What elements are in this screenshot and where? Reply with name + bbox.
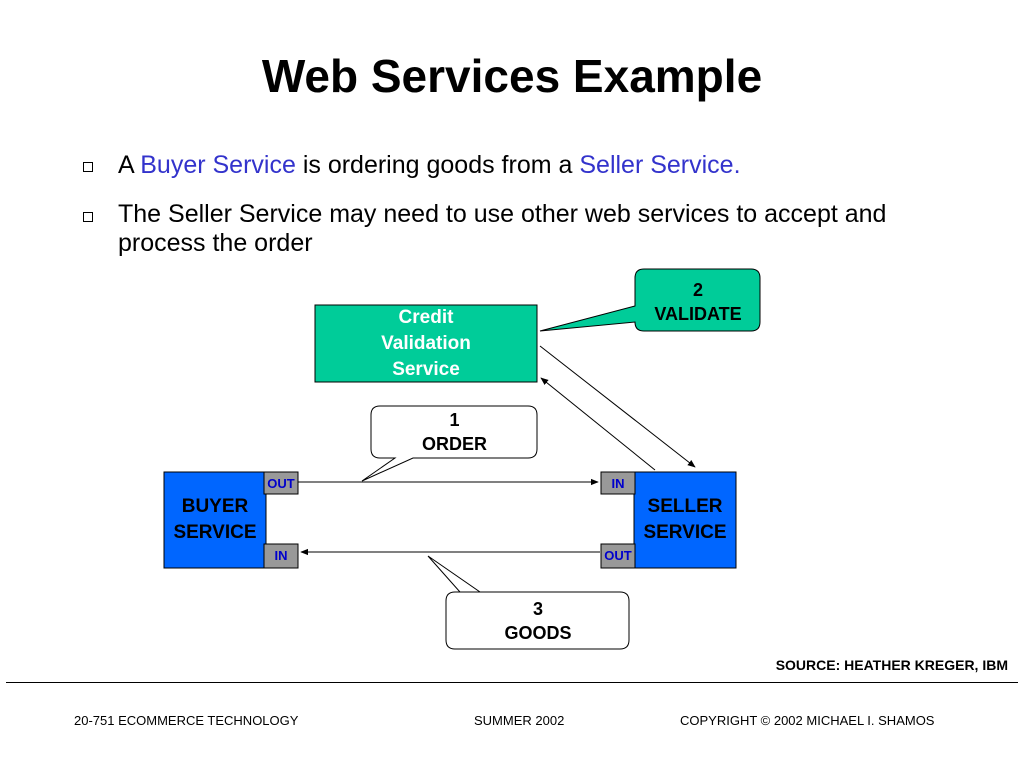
- credit-to-seller-arrow: [539, 345, 696, 468]
- buyer-service-label: BUYER SERVICE: [173, 496, 257, 543]
- footer-divider: [6, 682, 1018, 683]
- seller-in-port: [600, 471, 636, 495]
- goods-callout-label: 3 GOODS: [504, 599, 572, 643]
- seller-service-label: SELLER SERVICE: [643, 496, 727, 543]
- credit-validation-box: [314, 304, 538, 383]
- credit-validation-label: Credit Validation Service: [381, 307, 471, 380]
- bullet-text-prefix: A: [118, 151, 141, 179]
- buyer-service-box: [163, 471, 267, 569]
- footer-copyright: COPYRIGHT © 2002 MICHAEL I. SHAMOS: [680, 713, 935, 728]
- footer-term: SUMMER 2002: [474, 713, 565, 728]
- seller-in-label: IN: [611, 476, 625, 491]
- buyer-in-label: IN: [274, 548, 288, 563]
- validate-callout-label: 2 VALIDATE: [654, 280, 742, 324]
- validate-callout: [539, 268, 761, 332]
- seller-service-term: Seller Service.: [579, 151, 741, 179]
- order-callout: [361, 405, 538, 482]
- bullet-item-other-services: The Seller Service may need to use other…: [118, 200, 887, 257]
- buyer-out-label: OUT: [267, 476, 295, 491]
- buyer-service-term: Buyer Service: [140, 151, 296, 179]
- footer-course: 20-751 ECOMMERCE TECHNOLOGY: [74, 713, 299, 728]
- seller-to-credit-arrow: [540, 377, 656, 471]
- bullet-marker: [83, 212, 93, 222]
- slide-title: Web Services Example: [261, 50, 763, 102]
- goods-callout: [427, 555, 630, 650]
- buyer-out-port: [263, 471, 299, 495]
- seller-out-label: OUT: [604, 548, 632, 563]
- bullet-item-buyer-seller: A Buyer Service is ordering goods from a…: [118, 151, 978, 180]
- buyer-in-port: [263, 543, 299, 569]
- order-callout-label: 1 ORDER: [421, 410, 487, 454]
- bullet-text-middle: is ordering goods from a: [295, 151, 580, 179]
- bullet-marker: [83, 162, 93, 172]
- seller-out-port: [600, 543, 636, 569]
- source-citation: SOURCE: HEATHER KREGER, IBM: [775, 657, 1008, 673]
- seller-service-box: [633, 471, 737, 569]
